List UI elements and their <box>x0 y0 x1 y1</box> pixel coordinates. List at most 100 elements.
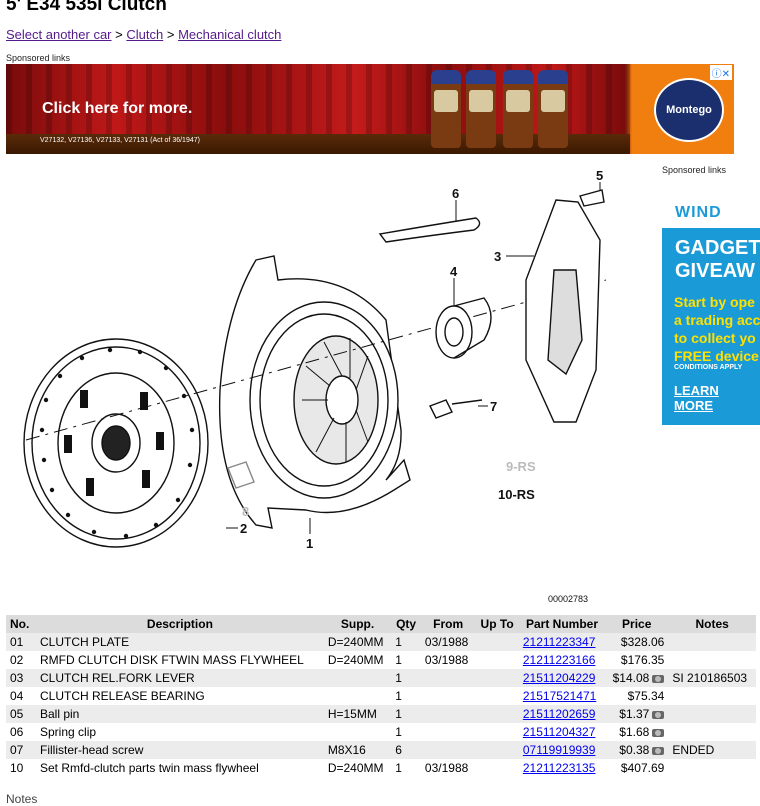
sponsored-label: Sponsored links <box>6 53 71 63</box>
table-row: 06 Spring clip 1 21511204327 $1.68 <box>6 723 756 741</box>
part-number-link[interactable]: 07119919939 <box>522 743 596 757</box>
row-from-cell: 03/1988 <box>420 651 476 669</box>
ad-cta[interactable]: Click here for more. <box>42 100 193 117</box>
row-supp-cell <box>323 723 392 741</box>
page-title: 5' E34 535i Clutch <box>6 0 167 15</box>
row-description-cell: Ball pin <box>36 705 324 723</box>
camera-icon[interactable] <box>652 728 665 737</box>
row-part-number-cell: 21511204327 <box>518 723 606 741</box>
callout-leaders <box>226 182 601 534</box>
row-description-cell: Fillister-head screw <box>36 741 324 759</box>
row-no-cell: 01 <box>6 633 36 651</box>
row-qty: 1 <box>395 725 402 739</box>
callout-2: 2 <box>240 521 247 536</box>
breadcrumb-mechanical-clutch[interactable]: Mechanical clutch <box>178 27 282 42</box>
col-upto: Up To <box>475 615 519 633</box>
row-description: RMFD CLUTCH DISK FTWIN MASS FLYWHEEL <box>40 653 304 667</box>
ad-brand-logo: Montego <box>654 78 724 142</box>
row-no-cell: 06 <box>6 723 36 741</box>
part-number-link[interactable]: 21211223347 <box>522 635 596 649</box>
row-price: $14.08 <box>612 671 650 685</box>
row-supp: D=240MM <box>327 761 384 775</box>
ball-pin-drawing <box>579 189 605 207</box>
breadcrumb-separator: > <box>166 27 175 42</box>
col-qty: Qty <box>391 615 421 633</box>
row-part-number-cell: 21511204229 <box>518 669 606 687</box>
col-no: No. <box>6 615 36 633</box>
variant-10rs: 10-RS <box>498 487 535 502</box>
spring-clip-drawing <box>378 217 481 243</box>
row-qty: 1 <box>395 635 402 649</box>
col-supp: Supp. <box>323 615 392 633</box>
row-qty-cell: 1 <box>391 723 421 741</box>
row-part-number-cell: 21211223347 <box>518 633 606 651</box>
camera-icon[interactable] <box>652 710 665 719</box>
row-upto-cell <box>475 759 519 777</box>
row-part-number-cell: 21517521471 <box>518 687 606 705</box>
pressure-plate-drawing <box>218 255 411 529</box>
side-ad[interactable]: WIND GADGET GIVEAW Start by ope a tradin… <box>662 176 760 425</box>
side-ad-learn-more[interactable]: LEARN MORE <box>674 383 719 413</box>
row-price-cell: $14.08 <box>605 669 669 687</box>
row-qty: 1 <box>395 707 402 721</box>
row-description: CLUTCH REL.FORK LEVER <box>40 671 195 685</box>
row-upto-cell <box>475 669 519 687</box>
side-ad-body-4: FREE device <box>674 348 759 364</box>
row-price-cell: $1.68 <box>605 723 669 741</box>
col-from: From <box>420 615 476 633</box>
banner-ad[interactable]: Click here for more. V27132, V27136, V27… <box>6 64 734 154</box>
row-description-cell: CLUTCH REL.FORK LEVER <box>36 669 324 687</box>
part-number-link[interactable]: 21511204229 <box>522 671 596 685</box>
row-supp-cell <box>323 669 392 687</box>
breadcrumb-clutch[interactable]: Clutch <box>126 27 164 42</box>
row-description: Fillister-head screw <box>40 743 144 757</box>
row-qty-cell: 6 <box>391 741 421 759</box>
side-ad-body-3: to collect yo <box>674 330 756 346</box>
row-upto-cell <box>475 705 519 723</box>
ad-close-icon[interactable]: ⓘ✕ <box>709 65 732 80</box>
row-description-cell: RMFD CLUTCH DISK FTWIN MASS FLYWHEEL <box>36 651 324 669</box>
part-number-link[interactable]: 21211223166 <box>522 653 596 667</box>
variant-9rs: 9-RS <box>506 459 536 474</box>
row-qty: 1 <box>395 761 402 775</box>
row-qty-cell: 1 <box>391 705 421 723</box>
row-from-cell <box>420 687 476 705</box>
row-notes-cell <box>668 759 756 777</box>
row-description-cell: Set Rmfd-clutch parts twin mass flywheel <box>36 759 324 777</box>
row-description: CLUTCH RELEASE BEARING <box>40 689 205 703</box>
row-price: $75.34 <box>627 689 665 703</box>
callout-7: 7 <box>490 399 497 414</box>
row-qty-cell: 1 <box>391 651 421 669</box>
row-notes-cell: SI 210186503 <box>668 669 756 687</box>
row-no: 01 <box>10 635 24 649</box>
part-number-link[interactable]: 21511202659 <box>522 707 596 721</box>
callout-3: 3 <box>494 249 501 264</box>
camera-icon[interactable] <box>652 674 665 683</box>
diagram-code: 00002783 <box>548 594 588 604</box>
row-price-cell: $75.34 <box>605 687 669 705</box>
table-header-row: No. Description Supp. Qty From Up To Par… <box>6 615 756 633</box>
part-number-link[interactable]: 21511204327 <box>522 725 596 739</box>
side-ad-logo: WIND <box>675 204 722 221</box>
sauce-bottle-image <box>466 70 496 148</box>
notes-heading: Notes <box>6 792 38 806</box>
row-no: 02 <box>10 653 24 667</box>
part-number-link[interactable]: 21211223135 <box>522 761 596 775</box>
row-qty-cell: 1 <box>391 759 421 777</box>
col-notes: Notes <box>668 615 756 633</box>
row-no: 07 <box>10 743 24 757</box>
row-description-cell: Spring clip <box>36 723 324 741</box>
row-no: 06 <box>10 725 24 739</box>
row-upto-cell <box>475 687 519 705</box>
row-price: $176.35 <box>620 653 665 667</box>
part-number-link[interactable]: 21517521471 <box>522 689 597 703</box>
sauce-bottle-image <box>503 70 533 148</box>
ad-fine-print: V27132, V27136, V27133, V27131 (Act of 3… <box>40 137 200 144</box>
camera-icon[interactable] <box>652 746 665 755</box>
row-no-cell: 07 <box>6 741 36 759</box>
row-upto-cell <box>475 633 519 651</box>
breadcrumb-select-car[interactable]: Select another car <box>6 27 112 42</box>
col-part-number: Part Number <box>518 615 606 633</box>
